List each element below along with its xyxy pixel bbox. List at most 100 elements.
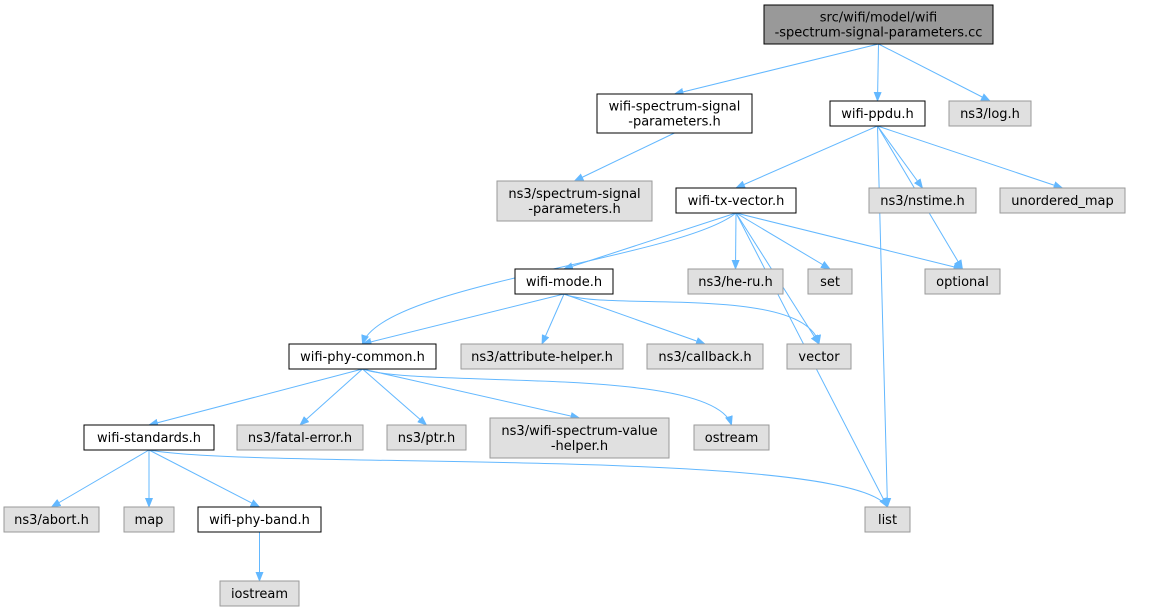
edge-phycommon-to-fatal xyxy=(299,368,363,426)
node-heru: ns3/he-ru.h xyxy=(687,268,784,295)
node-umap-box xyxy=(999,187,1126,214)
node-map-label-line-0: map xyxy=(135,513,164,528)
edges-layer xyxy=(50,43,1064,582)
node-band[interactable]: wifi-phy-band.h xyxy=(197,506,322,533)
node-ptr-label-line-0: ns3/ptr.h xyxy=(398,431,456,446)
node-abort: ns3/abort.h xyxy=(3,506,100,533)
edge-mode-to-attr xyxy=(541,293,565,345)
node-attr-label-line-0: ns3/attribute-helper.h xyxy=(471,350,613,365)
node-set: set xyxy=(807,268,853,295)
edge-ppdu-to-list xyxy=(877,125,892,508)
node-log-label-line-0: ns3/log.h xyxy=(960,107,1020,122)
nodes-layer: src/wifi/model/wifi-spectrum-signal-para… xyxy=(3,4,1126,607)
node-ptr-box xyxy=(386,424,467,451)
node-log-box xyxy=(948,100,1032,127)
node-nstime-box xyxy=(868,187,977,214)
node-nssp: ns3/spectrum-signal-parameters.h xyxy=(496,180,653,222)
node-wssp-label-line-1: -parameters.h xyxy=(628,115,720,130)
node-heru-label-line-0: ns3/he-ru.h xyxy=(698,275,773,290)
edge-root-to-wssp xyxy=(673,43,879,96)
node-mode[interactable]: wifi-mode.h xyxy=(514,268,614,295)
node-nssp-label-line-0: ns3/spectrum-signal xyxy=(508,187,640,202)
node-standards[interactable]: wifi-standards.h xyxy=(83,424,215,451)
node-root: src/wifi/model/wifi-spectrum-signal-para… xyxy=(763,4,994,45)
node-iostream: iostream xyxy=(219,580,300,607)
node-wssp-label-line-0: wifi-spectrum-signal xyxy=(609,100,741,115)
node-ostream: ostream xyxy=(693,424,770,451)
node-root-label-line-0: src/wifi/model/wifi xyxy=(820,11,937,26)
node-mode-label-line-0: wifi-mode.h xyxy=(526,275,602,290)
edge-mode-to-callback xyxy=(563,293,706,345)
node-nstime-label-line-0: ns3/nstime.h xyxy=(880,194,964,209)
node-log: ns3/log.h xyxy=(948,100,1032,127)
edge-mode-to-vector xyxy=(563,293,822,345)
edge-phycommon-to-standards xyxy=(148,368,363,427)
node-umap: unordered_map xyxy=(999,187,1126,214)
node-band-box xyxy=(197,506,322,533)
node-fatal-box xyxy=(236,424,364,451)
node-abort-box xyxy=(3,506,100,533)
node-svh-label-line-1: -helper.h xyxy=(551,439,608,454)
node-list: list xyxy=(864,506,911,533)
node-svh-box xyxy=(489,417,670,459)
edge-wssp-to-nssp xyxy=(573,132,675,182)
node-vector: vector xyxy=(786,343,852,370)
node-list-box xyxy=(864,506,911,533)
edge-standards-to-band xyxy=(148,449,261,508)
edge-ppdu-to-umap xyxy=(877,125,1064,189)
node-iostream-box xyxy=(219,580,300,607)
node-callback-label-line-0: ns3/callback.h xyxy=(658,350,751,365)
node-ppdu-box xyxy=(829,100,926,127)
edge-standards-to-list xyxy=(148,449,889,508)
node-nssp-box xyxy=(496,180,653,222)
edge-root-to-log xyxy=(878,43,991,102)
node-txv[interactable]: wifi-tx-vector.h xyxy=(675,187,797,214)
node-set-box xyxy=(807,268,853,295)
node-optional: optional xyxy=(924,268,1001,295)
node-phycommon-box xyxy=(288,343,437,370)
node-ppdu[interactable]: wifi-ppdu.h xyxy=(829,100,926,127)
node-txv-label-line-0: wifi-tx-vector.h xyxy=(688,194,785,209)
node-fatal-label-line-0: ns3/fatal-error.h xyxy=(248,431,352,446)
node-heru-box xyxy=(687,268,784,295)
edge-txv-to-heru xyxy=(731,212,740,270)
node-svh-label-line-0: ns3/wifi-spectrum-value xyxy=(501,424,657,439)
edge-root-to-ppdu xyxy=(873,43,882,102)
node-ostream-label-line-0: ostream xyxy=(705,431,759,446)
node-phycommon[interactable]: wifi-phy-common.h xyxy=(288,343,437,370)
node-set-label-line-0: set xyxy=(820,275,840,290)
edge-phycommon-to-ptr xyxy=(362,368,428,426)
edge-standards-to-abort xyxy=(50,449,150,508)
node-attr-box xyxy=(460,343,624,370)
node-list-label-line-0: list xyxy=(878,513,897,528)
node-callback-box xyxy=(646,343,764,370)
node-root-label-line-1: -spectrum-signal-parameters.cc xyxy=(775,26,983,41)
edge-txv-to-set xyxy=(735,212,831,270)
node-standards-label-line-0: wifi-standards.h xyxy=(97,431,201,446)
node-ppdu-label-line-0: wifi-ppdu.h xyxy=(841,107,914,122)
node-vector-box xyxy=(786,343,852,370)
node-nstime: ns3/nstime.h xyxy=(868,187,977,214)
node-callback: ns3/callback.h xyxy=(646,343,764,370)
node-txv-box xyxy=(675,187,797,214)
edge-txv-to-optional xyxy=(735,212,964,271)
node-attr: ns3/attribute-helper.h xyxy=(460,343,624,370)
node-ostream-box xyxy=(693,424,770,451)
node-optional-box xyxy=(924,268,1001,295)
node-band-label-line-0: wifi-phy-band.h xyxy=(209,513,310,528)
node-wssp-box xyxy=(596,93,753,134)
node-map: map xyxy=(123,506,175,533)
edge-mode-to-phycommon xyxy=(361,293,565,346)
node-svh: ns3/wifi-spectrum-value-helper.h xyxy=(489,417,670,459)
node-standards-box xyxy=(83,424,215,451)
node-phycommon-label-line-0: wifi-phy-common.h xyxy=(300,350,425,365)
node-ptr: ns3/ptr.h xyxy=(386,424,467,451)
node-fatal: ns3/fatal-error.h xyxy=(236,424,364,451)
node-abort-label-line-0: ns3/abort.h xyxy=(14,513,89,528)
edge-phycommon-to-ostream xyxy=(362,368,733,426)
node-vector-label-line-0: vector xyxy=(798,350,840,365)
node-wssp[interactable]: wifi-spectrum-signal-parameters.h xyxy=(596,93,753,134)
node-root-box xyxy=(763,4,994,45)
edge-phycommon-to-svh xyxy=(362,368,581,420)
